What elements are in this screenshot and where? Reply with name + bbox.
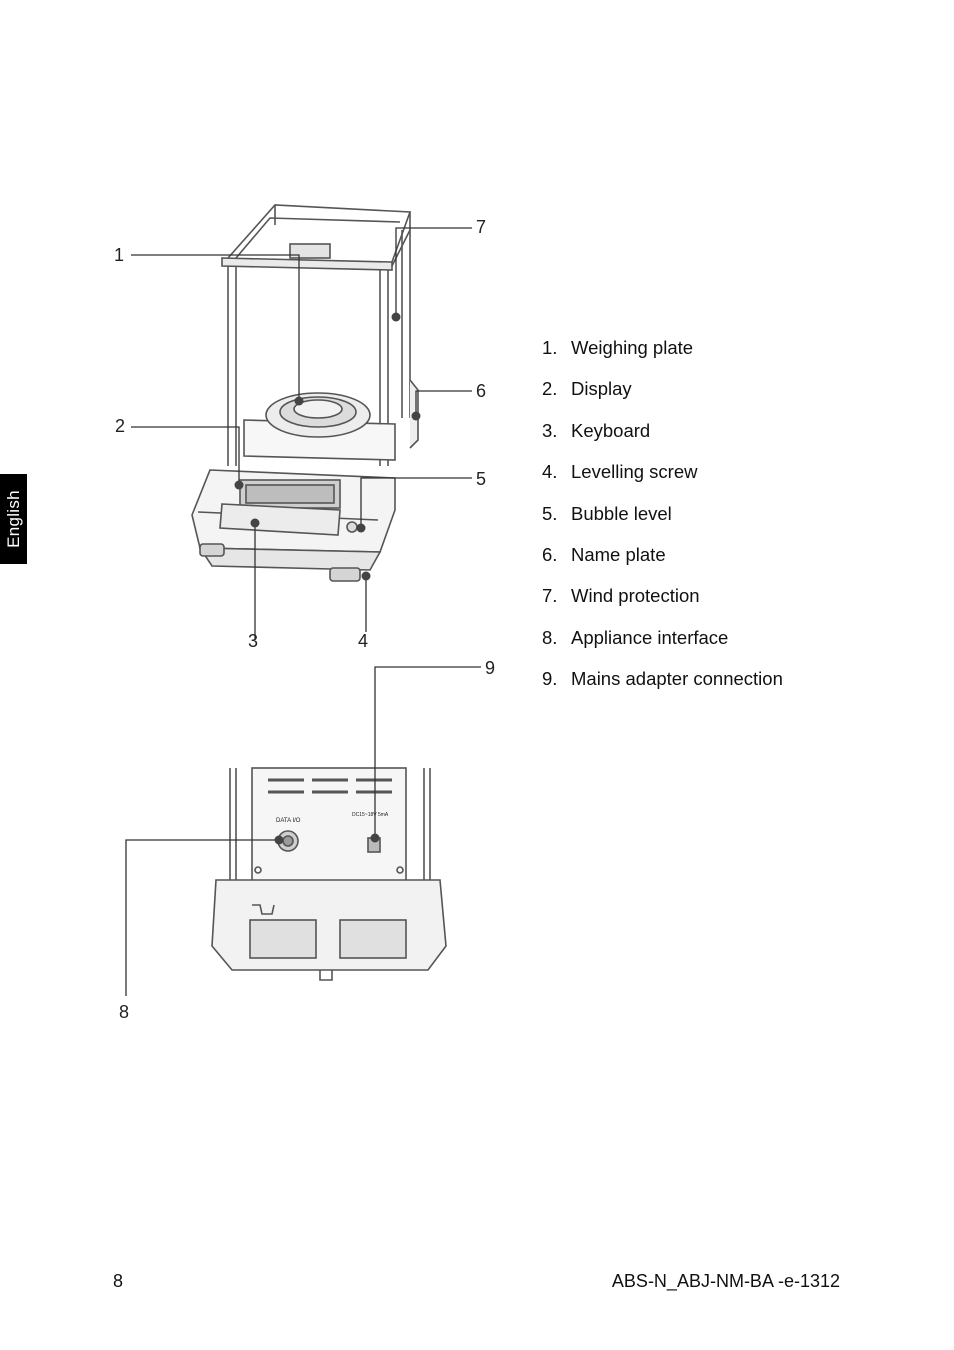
language-tab: English <box>0 474 27 564</box>
leader-7 <box>395 227 472 317</box>
callout-9: 9 <box>485 658 496 678</box>
legend-item: 5. Bubble level <box>542 503 783 544</box>
legend-num: 5. <box>542 502 558 524</box>
legend-num: 8. <box>542 626 558 648</box>
legend-num: 7. <box>542 585 558 607</box>
power-label: DC15~18V 5mA <box>352 812 389 818</box>
legend-num: 2. <box>542 378 558 400</box>
callout-4: 4 <box>358 631 369 651</box>
legend-text: Appliance interface <box>571 626 729 648</box>
legend-item: 7. Wind protection <box>542 585 783 626</box>
legend-num: 1. <box>542 337 558 358</box>
legend-num: 9. <box>542 668 558 690</box>
legend-item: 4. Levelling screw <box>542 461 783 502</box>
legend-num: 6. <box>542 543 558 565</box>
legend-text: Levelling screw <box>571 461 698 483</box>
legend-item: 3. Keyboard <box>542 420 783 461</box>
bubble-level-shape <box>346 521 358 533</box>
shield-front-frame <box>221 257 393 271</box>
legend-item: 6. Name plate <box>542 544 783 585</box>
leader-1 <box>131 254 300 401</box>
leader-2 <box>131 426 240 485</box>
callout-1: 1 <box>114 245 125 265</box>
callout-7: 7 <box>476 217 487 237</box>
legend-item: 1. Weighing plate <box>542 337 783 378</box>
parts-legend: 1. Weighing plate 2. Display 3. Keyboard 4.… <box>542 337 783 710</box>
legend-num: 4. <box>542 461 558 483</box>
document-id: ABS-N_ABJ-NM-BA -e-1312 <box>611 1271 840 1291</box>
shield-handle <box>289 243 331 259</box>
leader-9 <box>374 666 481 838</box>
leader-5 <box>360 477 472 528</box>
leader-6 <box>415 390 472 416</box>
legend-item: 2. Display <box>542 378 783 419</box>
callout-2: 2 <box>115 416 126 436</box>
data-io-label: DATA I/O <box>276 818 301 824</box>
callout-6: 6 <box>476 381 487 401</box>
rear-base <box>211 879 447 971</box>
legend-text: Name plate <box>571 543 666 565</box>
legend-text: Keyboard <box>571 419 651 441</box>
legend-text: Wind protection <box>571 585 700 607</box>
legend-item: 8. Appliance interface <box>542 627 783 668</box>
foot-right <box>329 567 361 582</box>
legend-text: Mains adapter connection <box>571 668 783 690</box>
legend-num: 3. <box>542 419 558 441</box>
leader-8 <box>125 839 279 996</box>
callout-8: 8 <box>119 1002 130 1022</box>
legend-item: 9. Mains adapter connection <box>542 668 783 709</box>
legend-text: Display <box>571 378 632 400</box>
keyboard-strip <box>219 503 341 536</box>
callout-3: 3 <box>248 631 259 651</box>
foot-left <box>199 543 225 557</box>
callout-5: 5 <box>476 469 487 489</box>
rear-panel <box>251 767 407 885</box>
page-number: 8 <box>113 1271 124 1291</box>
legend-text: Bubble level <box>571 502 672 524</box>
legend-text: Weighing plate <box>571 337 694 358</box>
